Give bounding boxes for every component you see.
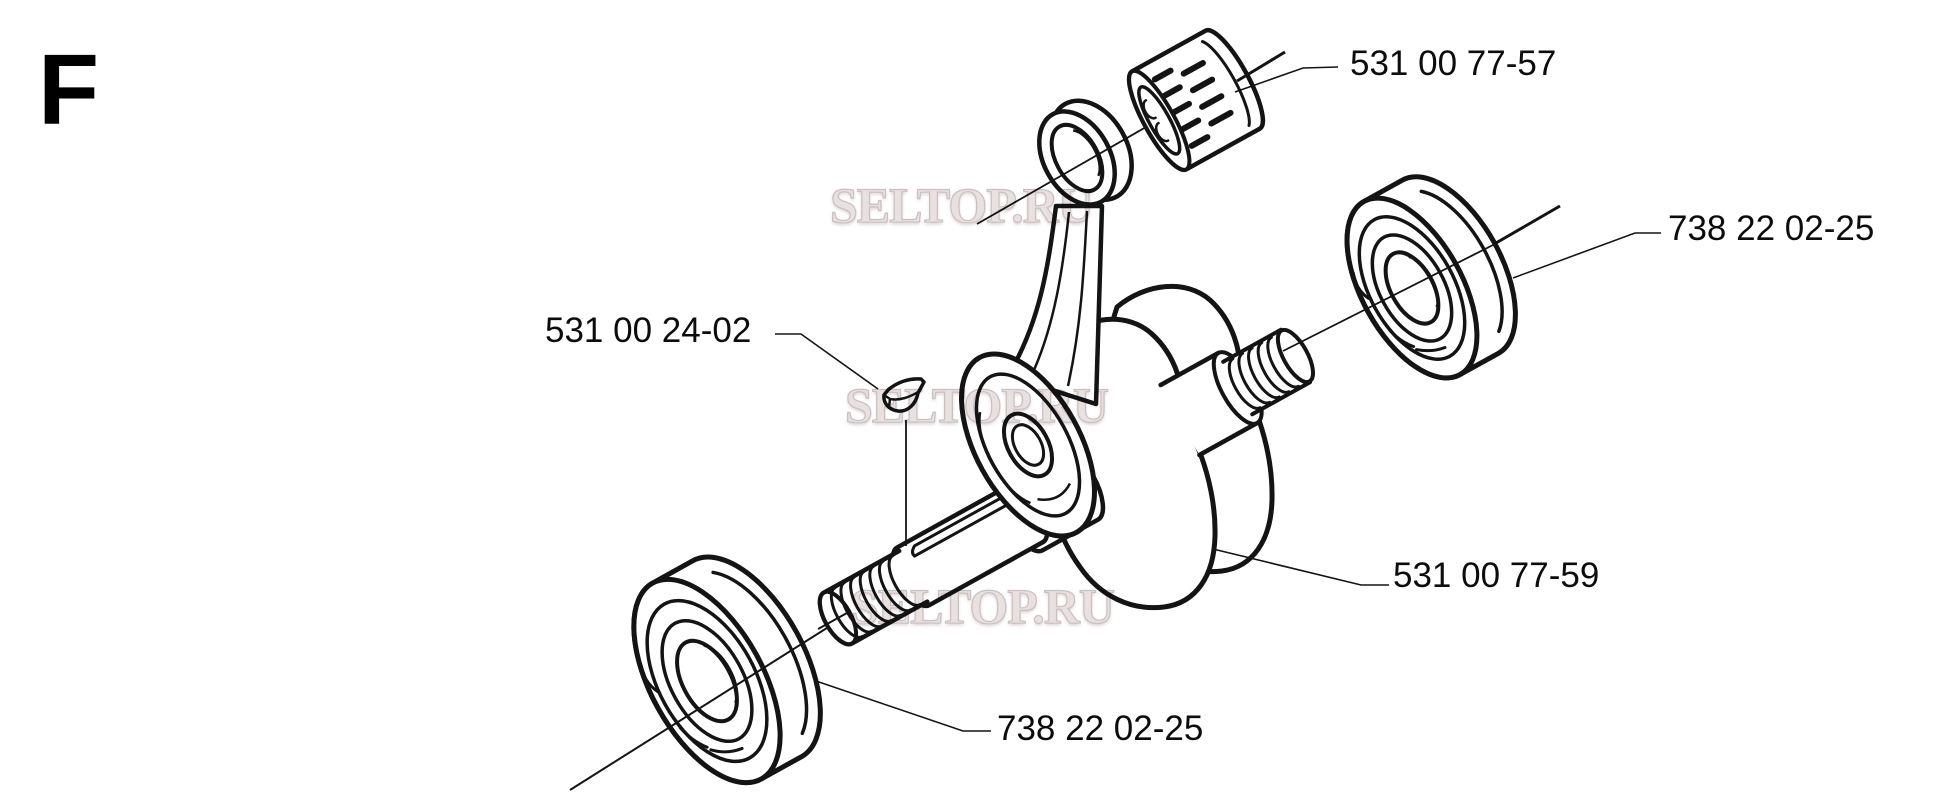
cage-slot: [1199, 93, 1225, 110]
woodruff-key: [882, 377, 926, 413]
thread-ridge: [849, 575, 883, 629]
cage-slot: [1179, 117, 1202, 133]
thread-ridge: [868, 564, 903, 618]
bearing-outer-race: [645, 598, 769, 764]
keyway-slot: [911, 493, 1008, 558]
key-face-edge: [883, 390, 919, 408]
leader-needle-bearing: [1234, 66, 1339, 93]
needle-pin: [1154, 121, 1170, 143]
crankpin-bore: [1010, 423, 1046, 467]
thread-ridge: [1247, 346, 1281, 400]
conrod-axis-line: [976, 118, 1161, 225]
section-letter: F: [38, 34, 100, 146]
big-end-lower-arc: [1037, 482, 1072, 501]
needle-bearing: [1126, 27, 1266, 173]
stub-collar-edges: [1158, 350, 1260, 458]
thread-ridge: [877, 559, 912, 613]
bearing-ball: [1388, 328, 1416, 349]
crankshaft-right-stub: [1158, 327, 1315, 458]
ball-bearing-right: [1344, 174, 1518, 381]
big-end-shade: [978, 411, 1031, 505]
cage-slot: [1151, 67, 1174, 83]
thread-ridge: [1256, 341, 1291, 394]
leader-bearing-left: [815, 680, 991, 732]
stub-end-face: [1275, 327, 1315, 385]
part-label-bearing-left: 738 22 02-25: [997, 709, 1204, 748]
centerline-left: [569, 620, 839, 791]
thread-ridge: [887, 554, 922, 607]
crankpin-face: [1001, 411, 1055, 479]
bearing-ball: [709, 746, 744, 754]
cage-slot: [1180, 60, 1206, 77]
conrod-shank-flute: [1066, 210, 1089, 387]
part-label-crankshaft: 531 00 77-59: [1393, 556, 1600, 595]
bearing-ball: [1351, 271, 1371, 300]
part-label-key: 531 00 24-02: [545, 311, 752, 350]
cage-slot: [1170, 100, 1193, 116]
end-face-center-tick: [817, 612, 848, 630]
small-end-shade: [1072, 129, 1101, 177]
leader-bearing-right: [1512, 232, 1661, 279]
thread-ridge: [1237, 351, 1272, 405]
bearing-ball: [1414, 345, 1447, 353]
needle-pin: [1142, 99, 1157, 120]
centerline-right: [1282, 244, 1494, 352]
bearing-ball: [678, 726, 709, 749]
thread-ridge: [1227, 357, 1262, 410]
thread-ridge: [1266, 335, 1301, 389]
conrod-shank-flute: [1032, 211, 1071, 371]
part-label-needle-bearing: 531 00 77-57: [1350, 44, 1557, 83]
centerline-right-stub: [1495, 204, 1561, 245]
conrod-big-end: [959, 351, 1097, 539]
bearing-bore: [675, 638, 739, 724]
thread-ridge: [829, 586, 864, 639]
stub-thread-edges: [1221, 327, 1312, 417]
conrod-axis-stub: [1236, 50, 1286, 83]
stub-collar-fill: [1160, 353, 1258, 455]
bearing-bore-shade: [703, 644, 739, 703]
thread-ridge: [858, 570, 893, 623]
bearing-ball: [638, 661, 660, 694]
cage-slot: [1189, 76, 1216, 94]
bearing-rear-rim: [711, 570, 809, 736]
cage-slot: [1208, 109, 1234, 127]
cage-slot: [1188, 134, 1211, 149]
leader-crankshaft: [1212, 548, 1389, 586]
needle-front-bore: [1137, 85, 1182, 156]
thread-ridge: [839, 580, 874, 634]
ball-bearing-left: [631, 554, 823, 786]
needle-rear-rim: [1200, 40, 1251, 127]
cage-slot: [1161, 84, 1183, 99]
conrod-small-end: [1037, 98, 1134, 207]
bearing-rear-rim: [1419, 189, 1504, 334]
part-label-bearing-right: 738 22 02-25: [1668, 209, 1875, 248]
bearing-bore-shade: [1408, 255, 1440, 308]
leader-key: [775, 333, 879, 390]
